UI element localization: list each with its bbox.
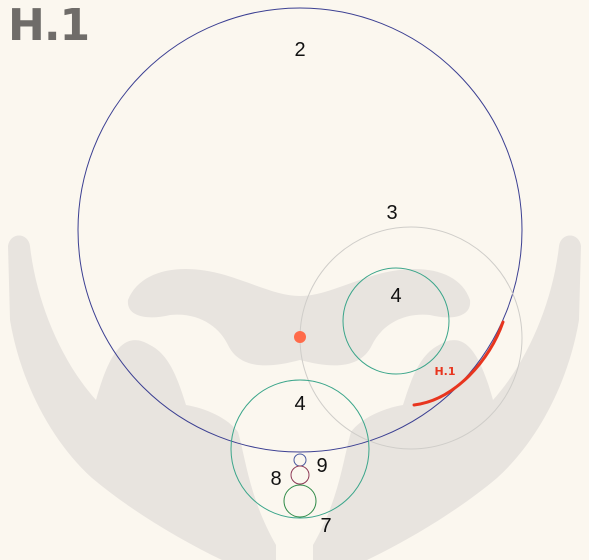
label-4-right: 4: [390, 285, 401, 307]
center-swoosh-shape: [127, 268, 471, 366]
label-2: 2: [294, 39, 305, 61]
circle-4-bottom: [230, 379, 370, 519]
circle-8: [290, 465, 310, 485]
arc-label: H.1: [434, 365, 455, 378]
right-hand-shape: [313, 235, 581, 560]
label-7: 7: [320, 515, 331, 537]
highlighted-arc: [412, 320, 505, 407]
left-hand-shape: [8, 235, 276, 560]
circle-4-right: [342, 267, 450, 375]
center-dot: [294, 331, 306, 343]
page-title: H.1: [8, 0, 90, 51]
hands-silhouette: [8, 235, 581, 560]
circle-2: [77, 7, 523, 453]
circle-9: [293, 453, 307, 467]
label-4-bottom: 4: [294, 393, 305, 415]
label-8: 8: [270, 468, 281, 490]
label-3: 3: [386, 202, 397, 224]
circle-7: [283, 484, 317, 518]
label-9: 9: [316, 455, 327, 477]
